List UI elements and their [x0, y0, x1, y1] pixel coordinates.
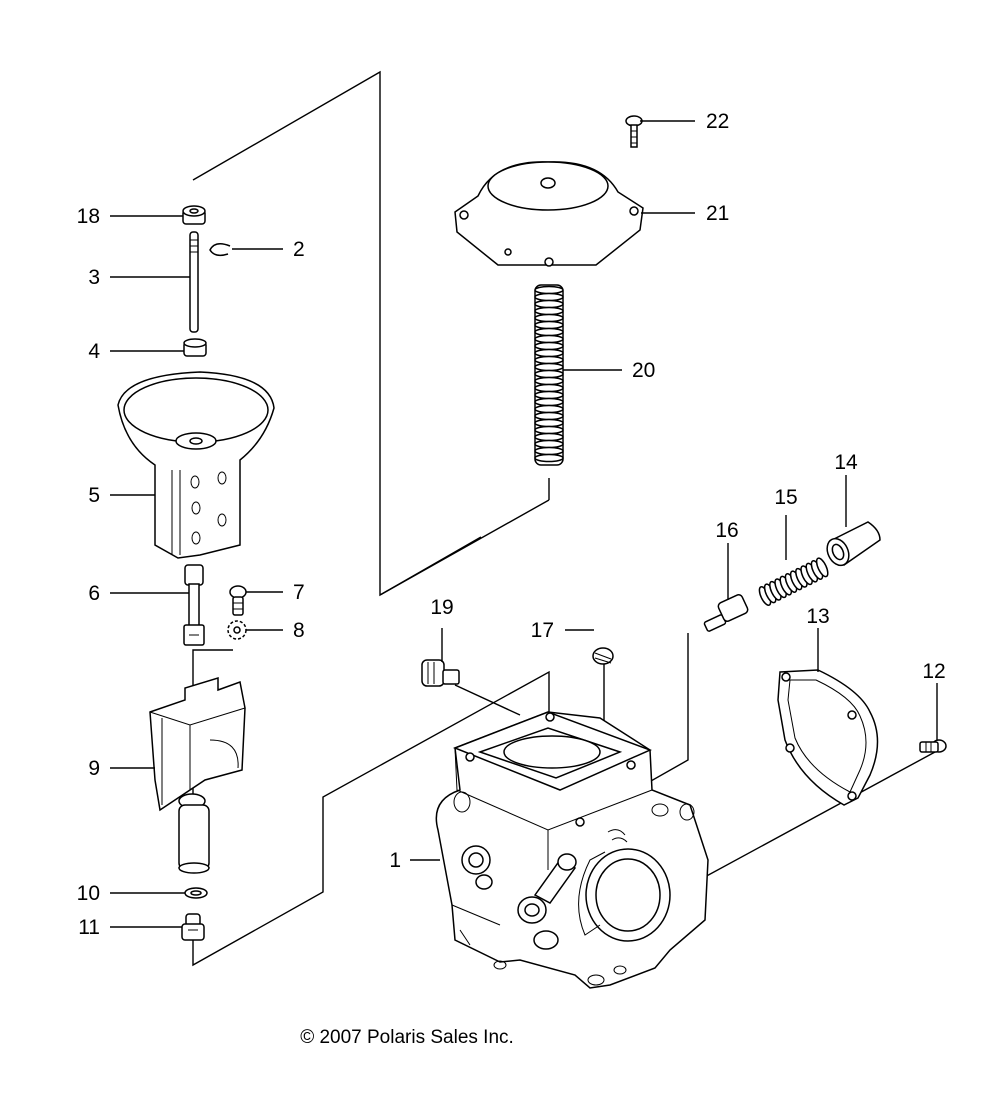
spring-20-coil [534, 439, 564, 449]
callout-17: 17 [531, 619, 554, 642]
callout-13: 13 [806, 605, 829, 628]
part-10-o-ring [184, 887, 208, 899]
spring-20-coil [534, 432, 564, 442]
callout-11: 11 [78, 916, 100, 939]
callout-10: 10 [77, 882, 100, 905]
callout-4: 4 [88, 340, 100, 363]
part-6-needle-jet [183, 564, 205, 646]
leader-lines [110, 120, 938, 928]
spring-20-coil [534, 404, 564, 414]
callout-numbers: 1 2 3 4 5 6 7 8 9 10 11 12 13 14 15 16 1… [77, 110, 946, 939]
part-11-main-jet [181, 913, 205, 941]
spring-20-coil [534, 341, 564, 351]
callout-19: 19 [430, 596, 453, 619]
callout-16: 16 [715, 519, 738, 542]
spring-20-coil [534, 453, 564, 463]
part-21-cover [454, 161, 644, 267]
part-2-clip [209, 243, 231, 257]
part-13-gasket [777, 669, 879, 806]
copyright-notice: © 2007 Polaris Sales Inc. [300, 1027, 514, 1048]
spring-20-coil [534, 334, 564, 344]
spring-20-coil [534, 397, 564, 407]
part-12-screw [919, 739, 947, 753]
callout-6: 6 [88, 582, 100, 605]
part-20-spring [534, 284, 564, 466]
part-17-screw [592, 647, 614, 665]
spring-20-coil [534, 355, 564, 365]
spring-20-coil [534, 348, 564, 358]
part-3-needle [189, 231, 199, 333]
spring-20-coil [534, 313, 564, 323]
callout-22: 22 [706, 110, 729, 133]
spring-20-coil [534, 285, 564, 295]
spring-15-coil [815, 557, 829, 578]
callout-18: 18 [77, 205, 100, 228]
callout-15: 15 [774, 486, 797, 509]
spring-20-coil [534, 418, 564, 428]
spring-20-coil [534, 390, 564, 400]
spring-20-coil [534, 327, 564, 337]
spring-20-coil [534, 320, 564, 330]
part-4-spacer [183, 338, 207, 357]
callout-1: 1 [389, 849, 401, 872]
part-9-holder [149, 676, 246, 874]
callout-9: 9 [88, 757, 100, 780]
part-22-screw [625, 115, 643, 148]
spring-20-coil [534, 362, 564, 372]
callout-12: 12 [922, 660, 945, 683]
callout-14: 14 [834, 451, 858, 474]
part-14-cap [826, 521, 881, 567]
spring-20-coil [534, 306, 564, 316]
part-5-piston [117, 371, 275, 559]
callout-20: 20 [632, 359, 655, 382]
spring-20-coil [534, 292, 564, 302]
callout-5: 5 [88, 484, 100, 507]
callout-3: 3 [88, 266, 100, 289]
part-18-seat [182, 205, 206, 225]
part-19-screw [421, 659, 460, 687]
spring-20-coil [534, 383, 564, 393]
callout-21: 21 [706, 202, 729, 225]
callout-2: 2 [293, 238, 305, 261]
part-16-plunger [703, 594, 749, 632]
part-1-carburetor-body [435, 711, 709, 989]
spring-20-coil [534, 369, 564, 379]
part-15-spring [758, 557, 829, 606]
spring-20-coil [534, 299, 564, 309]
spring-20-coil [534, 411, 564, 421]
spring-20-coil [534, 425, 564, 435]
callout-8: 8 [293, 619, 305, 642]
spring-20-coil [534, 376, 564, 386]
spring-20-coil [534, 446, 564, 456]
part-7-screw [229, 585, 247, 616]
part-8-washer [227, 620, 247, 640]
callout-7: 7 [293, 581, 305, 604]
